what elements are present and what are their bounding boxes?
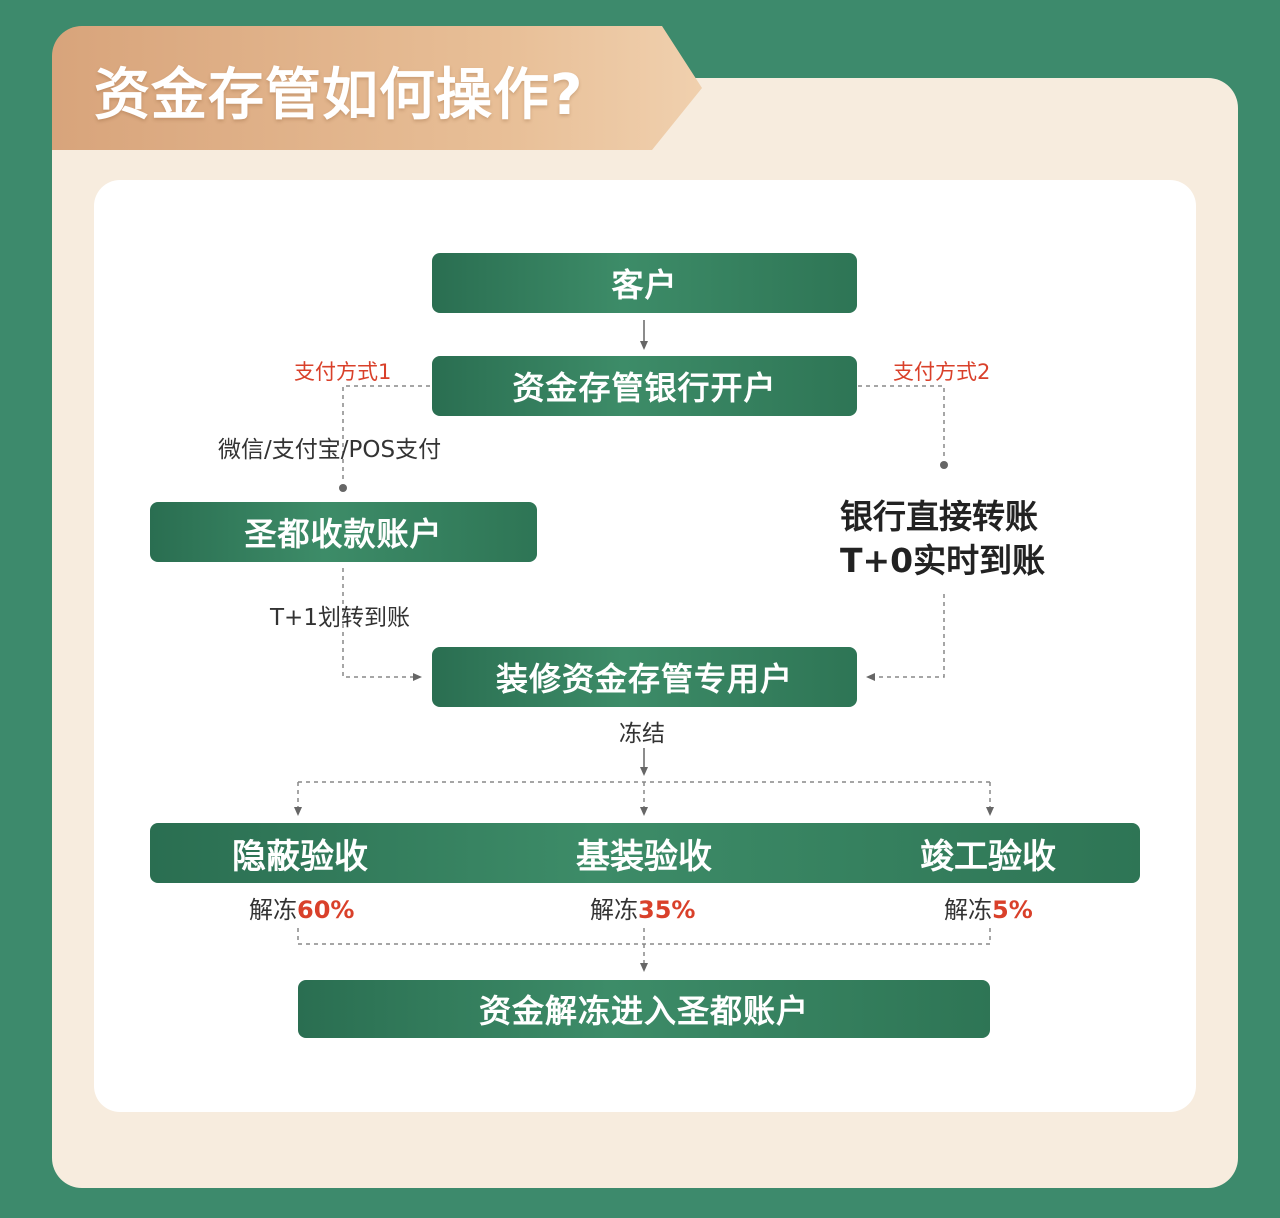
unfreeze-stage3: 解冻5% — [944, 890, 1033, 925]
bank-account-box: 资金存管银行开户 — [432, 356, 857, 416]
diagram-panel — [94, 180, 1196, 1112]
page-title: 资金存管如何操作? — [94, 63, 584, 128]
line-pay-method2 — [858, 385, 945, 458]
stage-hidden-acceptance: 隐蔽验收 — [232, 836, 368, 877]
unfreeze-text: 解冻 — [590, 896, 638, 924]
stage-basic-acceptance: 基装验收 — [576, 836, 712, 877]
unfreeze-pct-stage1: 60% — [297, 896, 355, 924]
shengdu-collect-box: 圣都收款账户 — [150, 502, 537, 562]
dot-pay-method2 — [940, 461, 948, 469]
escrow-box: 装修资金存管专用户 — [432, 647, 857, 707]
bank-transfer-line2: T+0实时到账 — [840, 541, 1046, 580]
unfreeze-stage2: 解冻35% — [590, 890, 695, 925]
pay-method2-label: 支付方式2 — [893, 360, 991, 384]
unfreeze-stage1: 解冻60% — [249, 890, 354, 925]
line-t0-transfer — [866, 594, 945, 681]
stage-completion-acceptance: 竣工验收 — [920, 836, 1056, 877]
title-tab — [52, 26, 702, 150]
unfreeze-text: 解冻 — [249, 896, 297, 924]
stages-bar — [150, 823, 1140, 883]
t1-transfer-label: T+1划转到账 — [270, 605, 410, 631]
final-box: 资金解冻进入圣都账户 — [298, 980, 990, 1038]
unfreeze-text: 解冻 — [944, 896, 992, 924]
unfreeze-pct-stage3: 5% — [992, 896, 1033, 924]
pay-channels-label: 微信/支付宝/POS支付 — [218, 437, 442, 463]
dot-pay-method1 — [339, 484, 347, 492]
unfreeze-pct-stage2: 35% — [638, 896, 696, 924]
freeze-label: 冻结 — [619, 721, 665, 747]
customer-box: 客户 — [432, 253, 857, 313]
bank-transfer-line1: 银行直接转账 — [840, 497, 1038, 536]
pay-method1-label: 支付方式1 — [294, 360, 392, 384]
